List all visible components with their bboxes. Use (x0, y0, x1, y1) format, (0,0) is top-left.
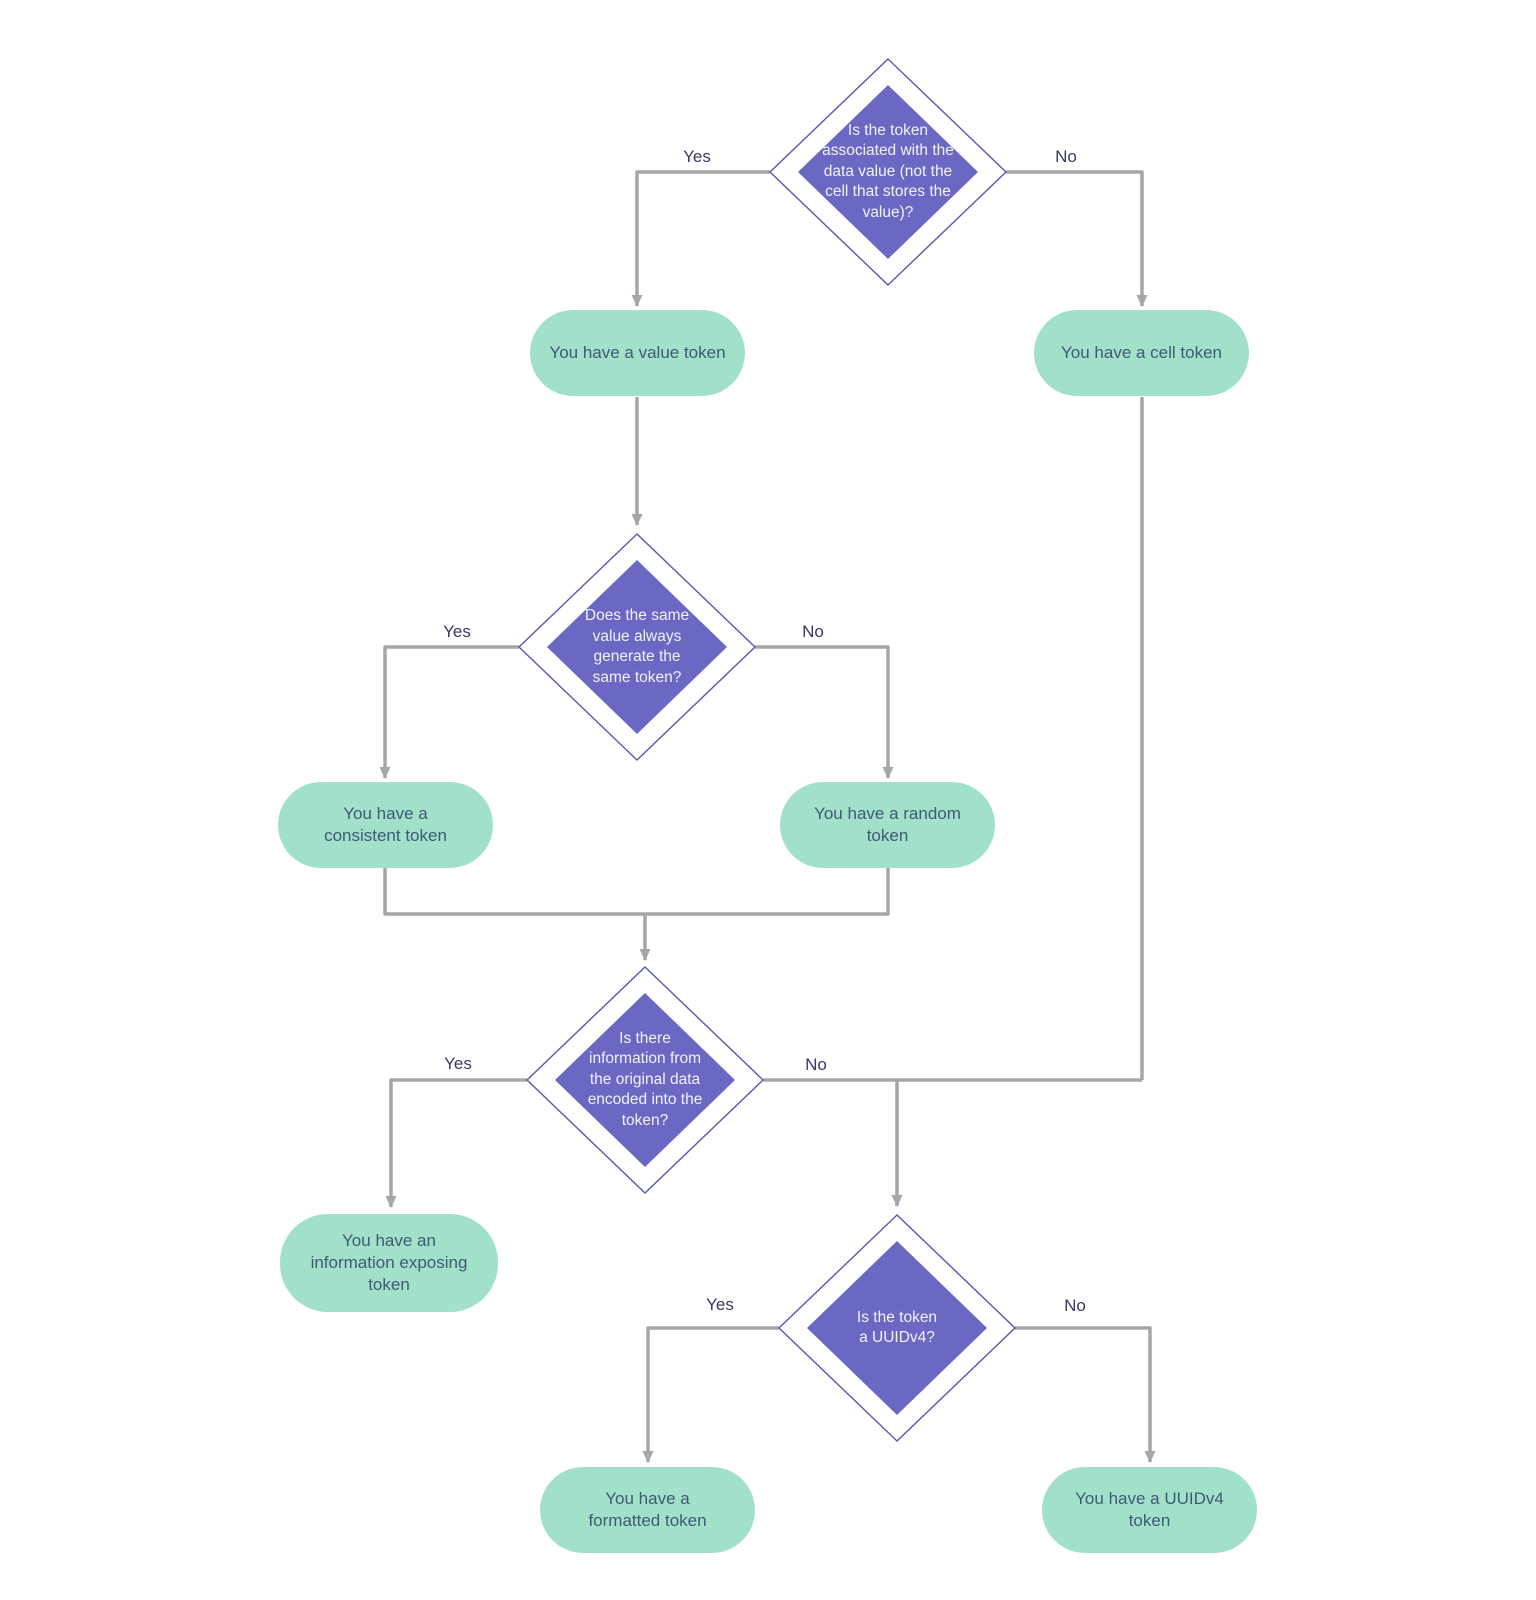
edge-d4-no (1015, 1326, 1156, 1463)
terminal-label: You have a value token (549, 343, 726, 362)
decision-question: Is there information from the original d… (587, 1029, 703, 1129)
terminal-cell-token: You have a cell token (1034, 310, 1249, 396)
decision-token-association: Is the token associated with the data va… (768, 57, 1008, 287)
terminal-formatted-token: You have a formatted token (540, 1467, 755, 1553)
terminal-information-exposing-token: You have an information exposing token (280, 1214, 498, 1312)
decision-is-uuidv4: Is the token a UUIDv4? (777, 1213, 1017, 1443)
decision-question: Is the token a UUIDv4? (856, 1308, 938, 1347)
terminal-label: You have an information exposing token (310, 1231, 468, 1294)
decision-question: Is the token associated with the data va… (822, 121, 954, 221)
edge-d2-no (755, 645, 894, 779)
branch-label-d3-yes: Yes (444, 1054, 472, 1073)
branch-label-d1-yes: Yes (683, 147, 711, 166)
terminal-label: You have a UUIDv4 token (1075, 1489, 1224, 1530)
terminal-consistent-token: You have a consistent token (278, 782, 493, 868)
diamond-shape (525, 966, 765, 1194)
branch-label-d3-no: No (805, 1055, 827, 1074)
edge-d2-yes (379, 645, 519, 779)
edge-d4-yes (642, 1326, 779, 1463)
edge-d1-yes (631, 170, 770, 307)
decision-information-encoded: Is there information from the original d… (525, 965, 765, 1195)
diamond-shape (517, 533, 757, 761)
diamond-shape (768, 58, 1008, 286)
decision-same-value-same-token: Does the same value always generate the … (517, 532, 757, 762)
branch-label-d2-no: No (802, 622, 824, 641)
branch-label-d4-yes: Yes (706, 1295, 734, 1314)
branch-label-d2-yes: Yes (443, 622, 471, 641)
terminal-uuidv4-token: You have a UUIDv4 token (1042, 1467, 1257, 1553)
terminal-value-token: You have a value token (530, 310, 745, 396)
terminal-label: You have a random token (814, 804, 961, 845)
terminal-label: You have a consistent token (324, 804, 447, 845)
decision-question: Does the same value always generate the … (584, 607, 690, 686)
branch-label-d1-no: No (1055, 147, 1077, 166)
edge-d3-yes (385, 1078, 527, 1208)
edge-merge-bar (383, 868, 890, 916)
branch-label-d4-no: No (1064, 1296, 1086, 1315)
edge-d1-no (1006, 170, 1148, 307)
terminal-label: You have a formatted token (588, 1489, 707, 1530)
terminal-label: You have a cell token (1061, 343, 1222, 362)
terminal-random-token: You have a random token (780, 782, 995, 868)
diamond-shape (777, 1214, 1017, 1442)
